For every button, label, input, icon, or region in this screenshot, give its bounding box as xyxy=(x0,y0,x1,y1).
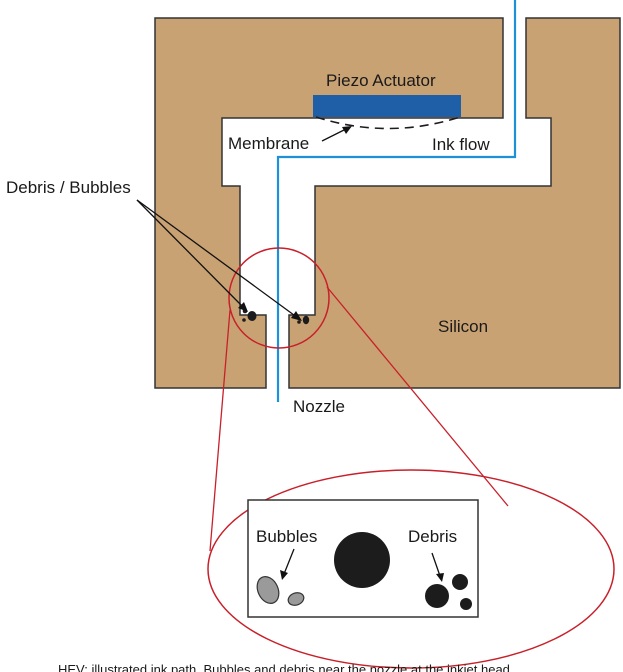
piezo-actuator xyxy=(313,95,461,117)
label-silicon: Silicon xyxy=(438,317,488,336)
debris-arrowhead-right xyxy=(291,311,302,321)
label-piezo-actuator: Piezo Actuator xyxy=(326,71,436,90)
debris-particle-small xyxy=(460,598,472,610)
debris-arrowhead-left xyxy=(238,302,248,312)
large-particle xyxy=(334,532,390,588)
bubble-large xyxy=(256,576,280,604)
label-debris-bubbles: Debris / Bubbles xyxy=(6,178,131,197)
label-debris: Debris xyxy=(408,527,457,546)
bubbles-arrowhead xyxy=(280,570,288,580)
silicon-right-block xyxy=(288,17,621,389)
debris-particle-large xyxy=(425,584,449,608)
zoom-line-right xyxy=(326,286,509,507)
debris-arrowhead xyxy=(436,573,444,582)
debris-arrow-line xyxy=(431,552,441,577)
debris-arrow-line-left xyxy=(136,199,246,310)
zoom-source-circle xyxy=(228,247,330,349)
zoom-detail-ellipse xyxy=(207,469,615,669)
nozzle-debris-particles xyxy=(242,308,310,325)
membrane-arrowhead xyxy=(342,126,352,134)
membrane-arrow-line xyxy=(321,128,347,142)
bubbles-arrow-line xyxy=(283,548,295,575)
ink-flow-line xyxy=(276,0,517,402)
zoom-line-left xyxy=(209,309,231,552)
debris-particle-medium xyxy=(452,574,468,590)
figure-caption: HEV: illustrated ink path. Bubbles and d… xyxy=(58,662,510,672)
debris-arrow-line-right xyxy=(136,199,299,319)
label-nozzle: Nozzle xyxy=(293,397,345,416)
bubble-small xyxy=(287,592,305,606)
membrane-dashed-line xyxy=(315,116,461,130)
label-ink-flow: Ink flow xyxy=(432,135,490,154)
label-membrane: Membrane xyxy=(228,134,309,153)
label-bubbles: Bubbles xyxy=(256,527,317,546)
